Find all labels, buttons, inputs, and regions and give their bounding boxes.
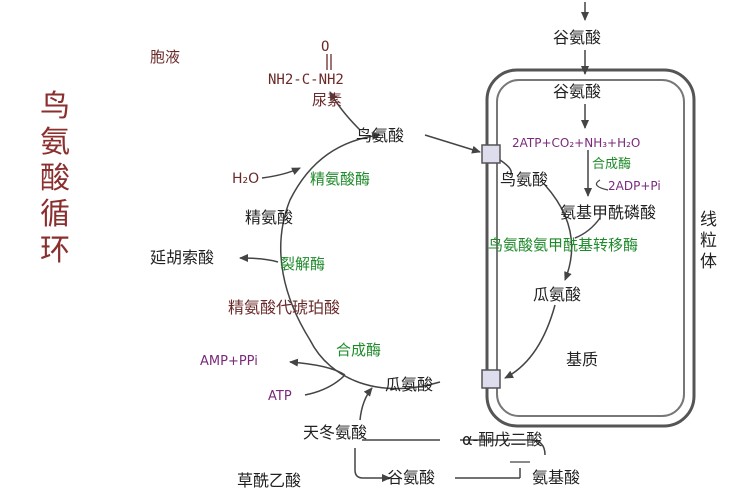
arginine: 精氨酸 (245, 208, 294, 227)
water: H₂O (232, 171, 260, 187)
otc-enzyme: 鸟氨酸氨甲酰基转移酶 (488, 236, 639, 254)
mitochondrion-outer-membrane (485, 68, 696, 428)
oxaloacetate: 草酰乙酸 (237, 471, 302, 490)
atp: ATP (268, 389, 292, 404)
citrulline-cytosol: 瓜氨酸 (385, 375, 434, 394)
aspartate: 天冬氨酸 (303, 423, 368, 442)
ornithine-mito: 鸟氨酸 (500, 170, 549, 189)
mitochondrion-char: 粒 (700, 231, 717, 251)
title-char: 环 (40, 233, 70, 268)
ornithine-transporter (481, 144, 501, 164)
argininosuccinate: 精氨酸代琥珀酸 (228, 298, 341, 317)
title-char: 氨 (40, 125, 70, 160)
synthetase-enzyme: 合成酶 (336, 341, 382, 359)
mitochondrion-char: 线 (700, 210, 717, 230)
glutamate-inside: 谷氨酸 (553, 82, 602, 101)
cycle-arc (280, 132, 441, 390)
cps-enzyme: 合成酶 (592, 157, 632, 172)
mitochondrion-inner-membrane (496, 79, 685, 417)
lyase-enzyme: 裂解酶 (280, 255, 326, 273)
amino-acid: 氨基酸 (532, 468, 581, 487)
urea-formula: NH2-C-NH2 (268, 72, 344, 88)
glutamate-bottom: 谷氨酸 (387, 468, 436, 487)
cps-reaction: 2ATP+CO₂+NH₃+H₂O (512, 136, 641, 150)
amp-ppi: AMP+PPi (200, 354, 258, 369)
title-char: 酸 (40, 161, 70, 196)
glutamate-outside: 谷氨酸 (553, 28, 602, 47)
urea-label: 尿素 (312, 91, 343, 109)
matrix-label: 基质 (566, 350, 599, 369)
adp-pi: 2ADP+Pi (608, 179, 661, 193)
cytosol-label: 胞液 (150, 48, 181, 66)
alpha-ketoglutarate: α-酮戊二酸 (462, 430, 543, 449)
mitochondrion-char: 体 (700, 252, 717, 272)
title-char: 循 (40, 197, 70, 232)
ornithine-cytosol: 鸟氨酸 (356, 126, 405, 145)
urea-oxygen: O (321, 39, 330, 55)
title-char: 鸟 (40, 89, 70, 124)
arginase-enzyme: 精氨酸酶 (310, 170, 371, 188)
citrulline-transporter (481, 369, 501, 389)
carbamoyl-phosphate: 氨基甲酰磷酸 (560, 203, 657, 222)
fumarate: 延胡索酸 (150, 248, 215, 267)
citrulline-mito: 瓜氨酸 (533, 285, 582, 304)
